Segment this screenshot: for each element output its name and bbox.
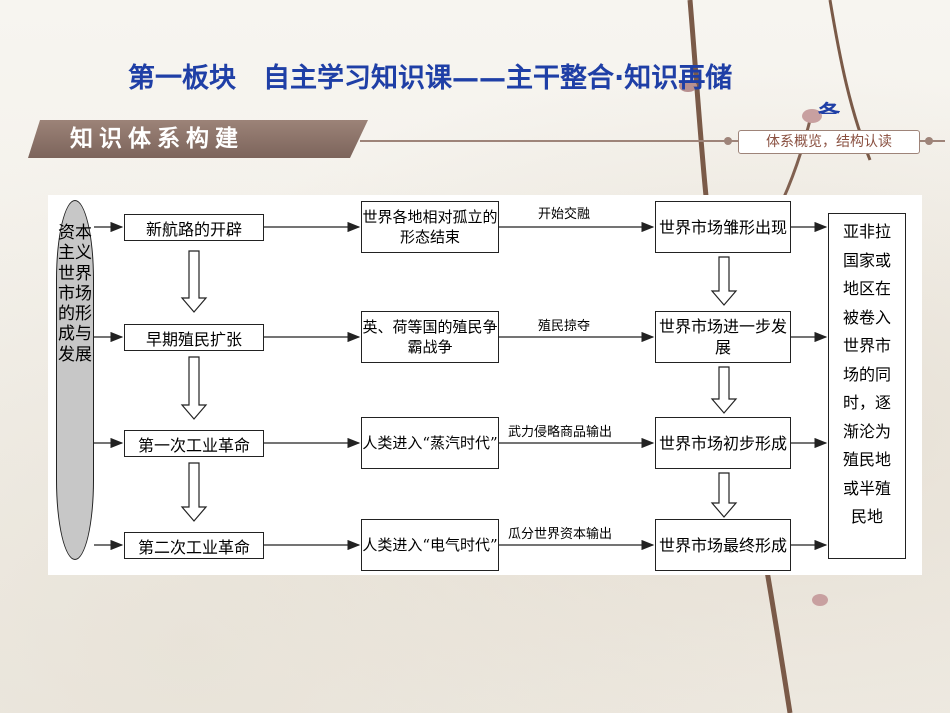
banner-badge: 体系概览，结构认读 [738, 130, 920, 154]
market-box-3: 世界市场初步形成 [655, 417, 791, 469]
result-box-3: 人类进入“蒸汽时代” [361, 417, 499, 469]
market-box-2: 世界市场进一步发展 [655, 311, 791, 363]
banner-dot-right [925, 137, 933, 145]
event-box-1: 新航路的开辟 [124, 214, 264, 241]
market-box-1: 世界市场雏形出现 [655, 201, 791, 253]
result-box-2: 英、荷等国的殖民争霸战争 [361, 311, 499, 363]
event-box-4: 第二次工业革命 [124, 532, 264, 559]
diagram-arrows [94, 221, 828, 551]
down-arrow-event-1 [180, 250, 208, 313]
link-label-3: 武力侵略商品输出 [508, 425, 613, 440]
banner-dot-left [724, 137, 732, 145]
event-box-2: 早期殖民扩张 [124, 324, 264, 351]
banner-tab [28, 120, 368, 158]
down-arrow-event-2 [180, 356, 208, 420]
event-box-3: 第一次工业革命 [124, 430, 264, 457]
left-oval [56, 200, 94, 560]
slide-title-overflow: 备 [818, 96, 840, 114]
knowledge-diagram: 资本主义世界市场的形成与发展 新航路的开辟 世界各地相对孤立的形态结束 开始交融… [48, 195, 922, 575]
result-box-4: 人类进入“电气时代” [361, 519, 499, 571]
market-box-4: 世界市场最终形成 [655, 519, 791, 571]
result-box-1: 世界各地相对孤立的形态结束 [361, 201, 499, 253]
left-oval-label: 资本主义世界市场的形成与发展 [58, 223, 92, 365]
link-label-1: 开始交融 [538, 207, 591, 222]
down-arrow-market-1 [710, 256, 738, 306]
right-summary-box: 亚非拉国家或地区在被卷入世界市场的同时，逐渐沦为殖民地或半殖民地 [828, 213, 906, 559]
link-label-4: 瓜分世界资本输出 [508, 527, 613, 542]
down-arrow-event-3 [180, 462, 208, 522]
link-label-2: 殖民掠夺 [538, 319, 591, 334]
down-arrow-market-2 [710, 366, 738, 414]
down-arrow-market-3 [710, 472, 738, 518]
slide-title: 第一板块 自主学习知识课——主干整合·知识再储 [128, 63, 733, 94]
banner-divider [360, 140, 945, 142]
banner-label: 知识体系构建 [70, 126, 244, 152]
